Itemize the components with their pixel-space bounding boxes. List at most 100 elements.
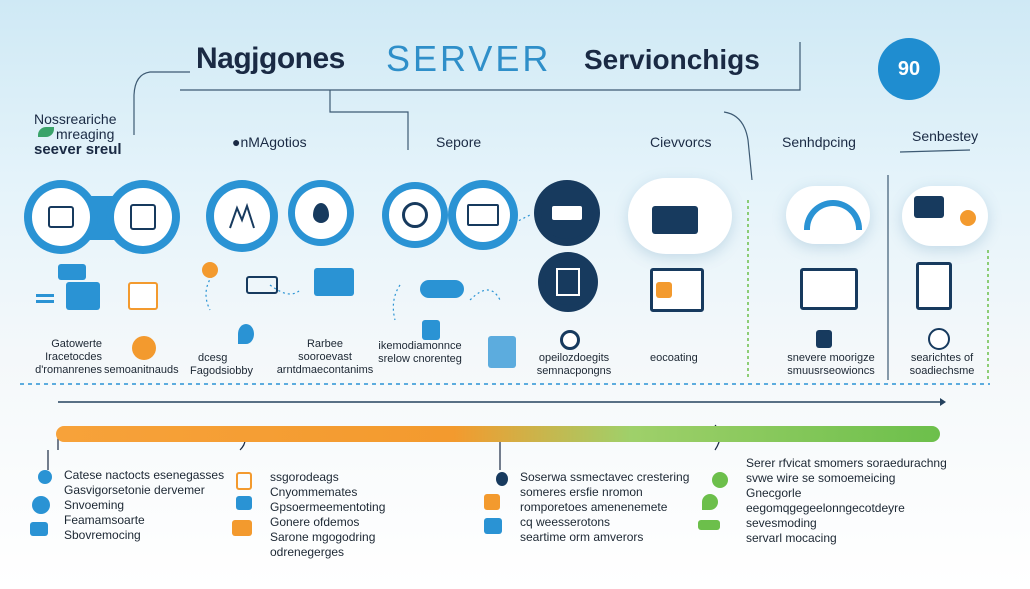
location-pin-icon (238, 324, 254, 344)
laptop-ring-icon (534, 180, 600, 246)
chart-ring-icon (206, 180, 278, 252)
label-c6: eocoating (650, 352, 698, 364)
blue-shield-icon (32, 496, 50, 514)
legend-col-2-3: Gpsoermeementoting (270, 500, 386, 514)
label-c7-1: snevere moorigze (787, 352, 875, 364)
label-c8-2: soadiechsme (909, 365, 975, 377)
drop-ring-icon (288, 180, 354, 246)
legend-col-2-6: odrenegerges (270, 545, 345, 559)
legend-col-2-4: Gonere ofdemos (270, 515, 360, 529)
side-title-line-2: mreaging (56, 126, 115, 142)
legend-col-2: ssgorodeags Cnyommemates Gpsoermeementot… (270, 470, 385, 560)
label-c5: opeilozdoegits semnacpongns (528, 352, 620, 378)
label-c4-2: srelow cnorenteg (378, 353, 462, 365)
label-c7-2: smuusrseowioncs (787, 365, 875, 377)
legend-col-3: Soserwa ssmectavec crestering someres er… (520, 470, 689, 545)
label-left-2: Iracetocdes (45, 351, 102, 363)
panel-icon (66, 282, 100, 310)
orange-doc-icon (128, 282, 158, 310)
dash-icon (36, 294, 54, 297)
legend-col-3-3: romporetoes amenenemete (520, 500, 668, 514)
title-left: Nagjgones (196, 42, 345, 75)
dashboard-ring-icon (448, 180, 518, 250)
legend-col-2-5: Sarone mgogodring (270, 530, 376, 544)
devices-icon (914, 196, 944, 218)
blue-card-icon (30, 522, 48, 536)
blue-device-icon (484, 518, 502, 534)
folder-icon (422, 320, 440, 340)
label-left-2: semoanitnauds (104, 364, 179, 376)
column-heading-3: Cievvorcs (650, 134, 712, 150)
label-c2: dcesg Fagodsiobby (190, 352, 253, 378)
monitor-ring-icon (106, 180, 180, 254)
label-c3: Rarbee sooroevast arntdmaecontanims (272, 338, 378, 377)
green-leaf-icon (712, 472, 728, 488)
chat-icon (58, 264, 86, 280)
legend-col-4-5: sevesmoding (746, 516, 817, 530)
side-title: Nossreariche mreaging seever sreul (34, 111, 122, 158)
legend-col-4-3: Gnecgorle (746, 486, 802, 500)
blue-pin-icon (38, 470, 52, 484)
legend-col-1-3: Snvoeming (64, 498, 125, 512)
legend-col-4-4: eegomqgegeelonngecotdeyre (746, 501, 905, 515)
ring-icon (560, 330, 580, 350)
green-arrow-icon (698, 520, 720, 530)
legend-col-4: Serer rfvicat smomers soraedurachng svwe… (746, 456, 947, 546)
server-ring-icon (24, 180, 98, 254)
legend-col-4-6: servarl mocacing (746, 531, 837, 545)
side-title-line-1: Nossreariche (34, 111, 117, 127)
legend-col-2-1: ssgorodeags (270, 470, 339, 484)
phone-screen-icon (916, 262, 952, 310)
blue-chat-icon (236, 496, 252, 510)
label-c4-1: ikemodiamonnce (378, 340, 462, 352)
green-drop-icon (702, 494, 718, 510)
title-server: SERVER (386, 38, 552, 79)
monitor-small-icon (800, 268, 858, 310)
label-left-3: d'romanrenes (35, 364, 102, 376)
monitor-screen-icon (652, 206, 698, 234)
label-c7: snevere moorigze smuusrseowioncs (780, 352, 882, 378)
column-heading-5: Senbestey (912, 128, 979, 144)
column-heading-2: Sepore (436, 134, 482, 150)
orange-gear-icon (202, 262, 218, 278)
shield-icon (132, 336, 156, 360)
database-ring-icon (538, 252, 598, 312)
legend-col-1-2: Gasvigorsetonie dervemer (64, 483, 205, 497)
legend-col-1-4: Feamamsoarte (64, 513, 145, 527)
label-c2-2: Fagodsiobby (190, 365, 253, 377)
column-heading-4: Senhdpcing (782, 134, 856, 150)
label-c3-1: Rarbee (306, 338, 344, 350)
timeline-ribbon (56, 426, 940, 442)
server-box-icon (314, 268, 354, 296)
gear-ring-icon (382, 182, 448, 248)
badge-number: 90 (878, 38, 940, 100)
column-heading-1: ●nMAgotios (232, 134, 307, 150)
truck-icon (246, 276, 278, 294)
label-c8: searichtes of soadiechsme (904, 352, 980, 378)
label-c3-3: arntdmaecontanims (276, 364, 374, 376)
cloud-stack-icon (420, 280, 464, 298)
screen-orange-icon (650, 268, 704, 312)
label-left: Gatowerte Iracetocdes d'romanrenes (22, 338, 102, 377)
tree-icon (928, 328, 950, 350)
orange-lock-icon (484, 494, 500, 510)
leaf-icon (38, 127, 54, 137)
orange-list-icon (236, 472, 252, 490)
legend-col-1-1: Catese nactocts esenegasses (64, 468, 225, 482)
label-c5-1: opeilozdoegits (538, 352, 610, 364)
side-title-line-3: seever sreul (34, 141, 122, 158)
orange-box-icon (232, 520, 252, 536)
label-left-1: Gatowerte (51, 338, 102, 350)
title-right: Servionchigs (584, 44, 760, 75)
legend-col-2-2: Cnyommemates (270, 485, 358, 499)
legend-col-4-1: Serer rfvicat smomers soraedurachng (746, 456, 947, 470)
legend-col-3-2: someres ersfie nromon (520, 485, 643, 499)
label-c2-1: dcesg (198, 352, 228, 364)
legend-col-1-5: Sbovremocing (64, 528, 141, 542)
legend-col-3-4: cq weesserotons (520, 515, 611, 529)
clipboard-icon (816, 330, 832, 348)
orange-card-icon (656, 282, 672, 298)
legend-col-3-5: seartime orm amverors (520, 530, 644, 544)
orange-dot-icon (960, 210, 976, 226)
legend-col-3-1: Soserwa ssmectavec crestering (520, 470, 690, 484)
